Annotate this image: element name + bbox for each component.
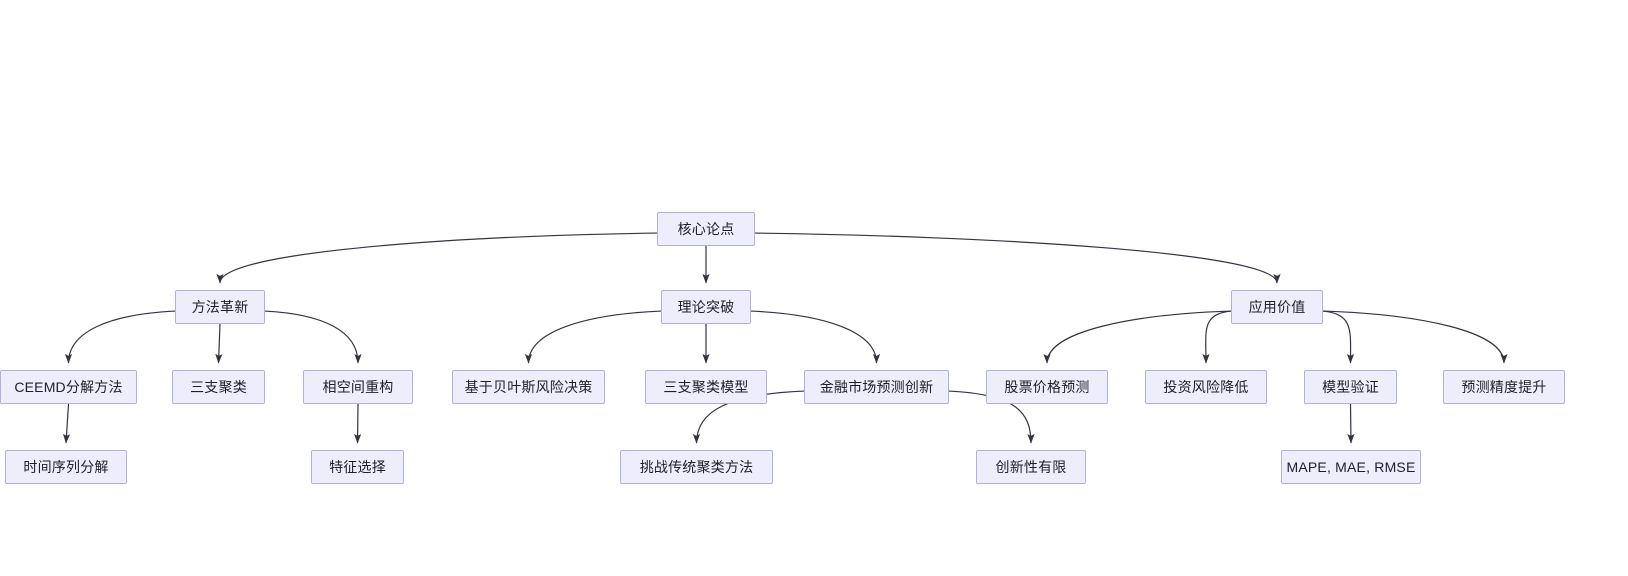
flow-node-label: 创新性有限 <box>995 459 1067 475</box>
flow-node-phase[interactable]: 相空间重构 <box>303 370 413 404</box>
flow-node-method[interactable]: 方法革新 <box>175 290 265 324</box>
flow-node-label: MAPE, MAE, RMSE <box>1286 459 1416 475</box>
flow-edge-theory-to-finance <box>750 310 881 364</box>
flow-node-label: 时间序列分解 <box>23 459 109 475</box>
flow-node-tsdecomp[interactable]: 时间序列分解 <box>5 450 127 484</box>
flow-edge-core-to-method <box>216 232 658 284</box>
flow-node-label: CEEMD分解方法 <box>14 379 123 395</box>
flow-node-twmodel[interactable]: 三支聚类模型 <box>645 370 767 404</box>
flow-node-limited[interactable]: 创新性有限 <box>976 450 1086 484</box>
flow-edge-theory-to-bayes <box>524 310 662 364</box>
flow-node-risk[interactable]: 投资风险降低 <box>1145 370 1267 404</box>
flow-node-threeway[interactable]: 三支聚类 <box>172 370 265 404</box>
flow-node-challenge[interactable]: 挑战传统聚类方法 <box>620 450 773 484</box>
flow-node-validate[interactable]: 模型验证 <box>1304 370 1397 404</box>
flow-node-label: 基于贝叶斯风险决策 <box>464 379 593 395</box>
flow-node-bayes[interactable]: 基于贝叶斯风险决策 <box>452 370 605 404</box>
flow-edge-validate-to-metrics <box>1347 403 1355 444</box>
flow-node-label: 核心论点 <box>677 221 735 237</box>
flow-node-finance[interactable]: 金融市场预测创新 <box>804 370 949 404</box>
flow-edge-application-to-accuracy <box>1322 310 1508 364</box>
flow-node-label: 预测精度提升 <box>1461 379 1547 395</box>
flow-edge-application-to-stock <box>1043 310 1232 364</box>
flow-node-label: 应用价值 <box>1248 299 1306 315</box>
flow-node-label: 投资风险降低 <box>1163 379 1249 395</box>
flow-node-label: 模型验证 <box>1322 379 1379 395</box>
flow-node-feature[interactable]: 特征选择 <box>311 450 404 484</box>
flow-edge-core-to-application <box>754 232 1281 284</box>
flow-node-accuracy[interactable]: 预测精度提升 <box>1443 370 1565 404</box>
flow-node-label: 三支聚类模型 <box>663 379 749 395</box>
flow-node-theory[interactable]: 理论突破 <box>661 290 751 324</box>
flow-node-application[interactable]: 应用价值 <box>1231 290 1323 324</box>
flow-node-label: 理论突破 <box>677 299 735 315</box>
flow-node-metrics[interactable]: MAPE, MAE, RMSE <box>1281 450 1421 484</box>
flow-node-label: 特征选择 <box>329 459 386 475</box>
flow-edge-ceemd-to-tsdecomp <box>62 403 71 444</box>
flow-edge-application-to-validate <box>1322 310 1355 364</box>
flow-node-label: 方法革新 <box>191 299 249 315</box>
flow-node-ceemd[interactable]: CEEMD分解方法 <box>0 370 137 404</box>
flow-node-label: 金融市场预测创新 <box>819 379 934 395</box>
flow-edge-method-to-phase <box>264 310 362 364</box>
flow-node-label: 挑战传统聚类方法 <box>639 459 754 475</box>
flow-node-label: 相空间重构 <box>322 379 394 395</box>
flow-node-core[interactable]: 核心论点 <box>657 212 755 246</box>
flow-node-stock[interactable]: 股票价格预测 <box>986 370 1108 404</box>
flow-edge-phase-to-feature <box>354 403 362 444</box>
flow-edge-method-to-ceemd <box>64 310 176 364</box>
flow-node-label: 股票价格预测 <box>1004 379 1090 395</box>
flow-node-label: 三支聚类 <box>190 379 247 395</box>
flow-edge-application-to-risk <box>1202 310 1232 364</box>
flow-edge-method-to-threeway <box>215 323 223 364</box>
